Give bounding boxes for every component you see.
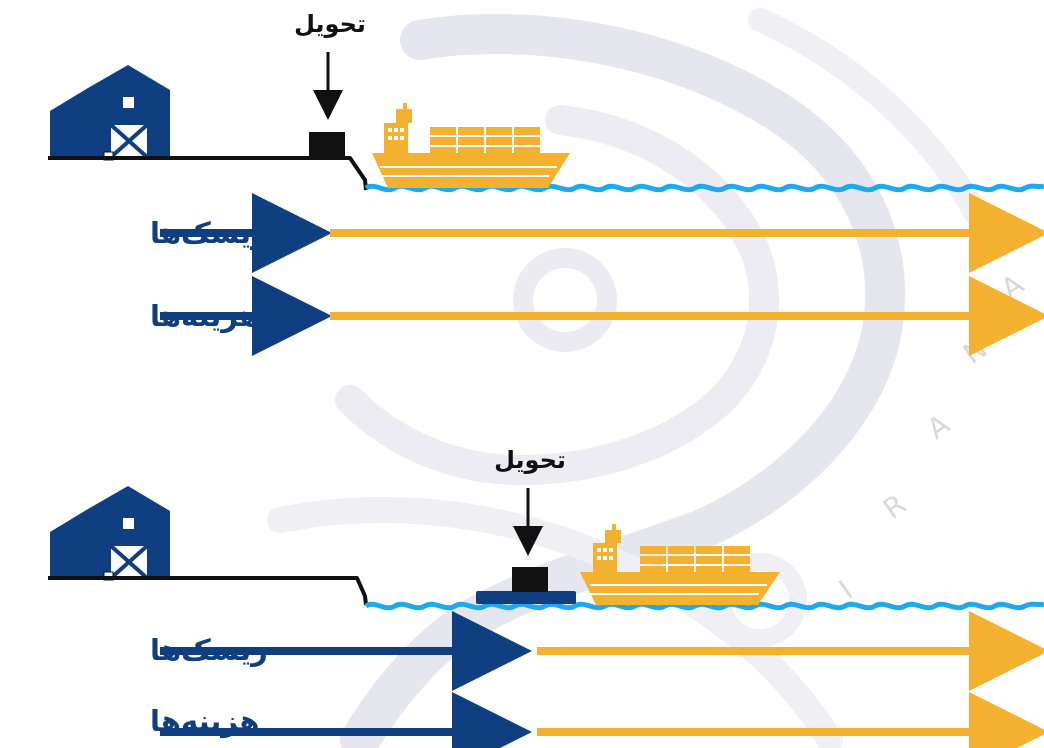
panel-bottom: تحویل: [48, 446, 1044, 748]
water-line: [364, 183, 1044, 193]
watermark-letter-2: N: [957, 332, 993, 371]
delivery-marker: تحویل: [494, 446, 566, 592]
delivery-marker: تحویل: [294, 10, 366, 158]
cost-row-top: هزینه‌ها: [150, 276, 1044, 356]
cargo-box: [512, 567, 548, 592]
road-line: [48, 576, 368, 606]
cargo-box: [309, 132, 345, 158]
watermark-letter-4: R: [877, 488, 912, 526]
pier-barge: [476, 591, 576, 604]
delivery-label: تحویل: [494, 446, 566, 474]
watermark-letter-5: I: [833, 574, 859, 606]
watermark-letter-3: A: [921, 408, 956, 446]
cost-row-bottom: هزینه‌ها: [150, 692, 1044, 748]
panel-top: تحویل: [48, 10, 1044, 356]
cargo-ship-icon: [372, 103, 570, 188]
risk-row-bottom: ریسک‌ها: [150, 611, 1044, 691]
barn-icon: [50, 486, 170, 581]
water-line: [364, 601, 1044, 611]
watermark-letter-1: A: [995, 268, 1030, 306]
cargo-ship-icon: [580, 524, 780, 605]
delivery-label: تحویل: [294, 10, 366, 38]
risk-row-top: ریسک‌ها: [150, 193, 1044, 273]
barn-icon: [50, 65, 170, 161]
road-line: [48, 156, 368, 191]
